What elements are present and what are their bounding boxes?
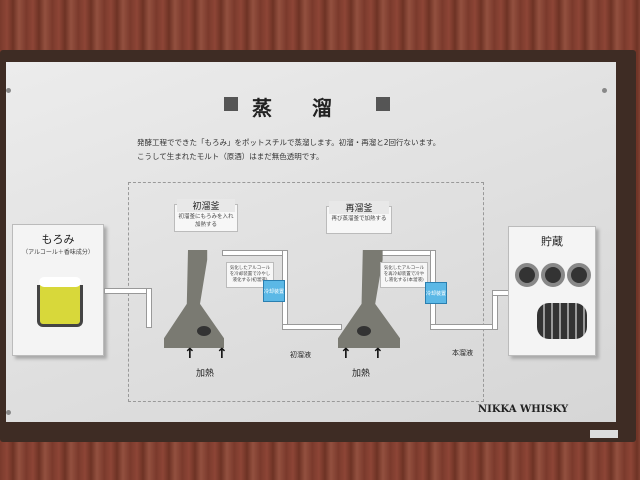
- still-window-icon: [357, 326, 371, 336]
- pot-icon: [37, 285, 83, 327]
- screw: [6, 410, 11, 415]
- moromi-panel: もろみ （アルコール＋香味成分）: [12, 224, 104, 356]
- title-square-left: [224, 97, 238, 111]
- still-window-icon: [197, 326, 211, 336]
- first-heat-label: 加熱: [196, 369, 215, 379]
- first-cooler: 冷却装置: [263, 280, 285, 302]
- title-square-right: [376, 97, 390, 111]
- description-line: こうして生まれたモルト（原酒）はまだ無色透明です。: [137, 152, 324, 161]
- second-still-title: 再溜釜: [329, 201, 389, 214]
- second-output-label: 本溜液: [452, 349, 473, 357]
- heat-arrow-icon: ↑: [184, 346, 196, 362]
- brand-logo: NIKKA WHISKY: [478, 404, 569, 415]
- pipe: [282, 324, 342, 330]
- pipe: [222, 250, 288, 256]
- storage-panel: 貯蔵: [508, 226, 596, 356]
- second-cooler: 冷却装置: [425, 282, 447, 304]
- screw: [602, 88, 607, 93]
- pipe: [430, 324, 498, 330]
- screw: [6, 88, 11, 93]
- barrel-end-icon: [567, 263, 591, 287]
- second-still-desc: 再び蒸溜釜で加熱する: [331, 216, 387, 222]
- pipe: [104, 288, 148, 294]
- barrel-end-icon: [515, 263, 539, 287]
- first-still-desc: 初溜釜にもろみを入れ加熱する: [178, 214, 234, 228]
- pipe: [492, 290, 498, 330]
- barrel-icon: [537, 303, 587, 339]
- second-note: 気化したアルコールを再冷却装置で冷やし液化する(本溜液): [380, 262, 428, 288]
- second-still-label: 再溜釜 再び蒸溜釜で加熱する: [326, 201, 392, 234]
- heat-arrow-icon: ↑: [372, 346, 384, 362]
- pipe: [146, 288, 152, 328]
- description-line: 発酵工程でできた「もろみ」をポットスチルで蒸溜します。初溜・再溜と2回行ないます…: [137, 138, 441, 147]
- moromi-subtitle: （アルコール＋香味成分）: [22, 249, 94, 256]
- barrel-end-icon: [541, 263, 565, 287]
- storage-title: 貯蔵: [541, 235, 563, 248]
- second-heat-label: 加熱: [352, 369, 371, 379]
- first-still-title: 初溜釜: [177, 199, 235, 212]
- heat-arrow-icon: ↑: [216, 346, 228, 362]
- page-title: 蒸溜: [252, 96, 372, 120]
- first-output-label: 初溜液: [290, 351, 311, 359]
- foam-icon: [39, 277, 81, 287]
- heat-arrow-icon: ↑: [340, 346, 352, 362]
- label-plate: [590, 430, 618, 438]
- first-still-label: 初溜釜 初溜釜にもろみを入れ加熱する: [174, 199, 238, 232]
- moromi-title: もろみ: [41, 233, 75, 246]
